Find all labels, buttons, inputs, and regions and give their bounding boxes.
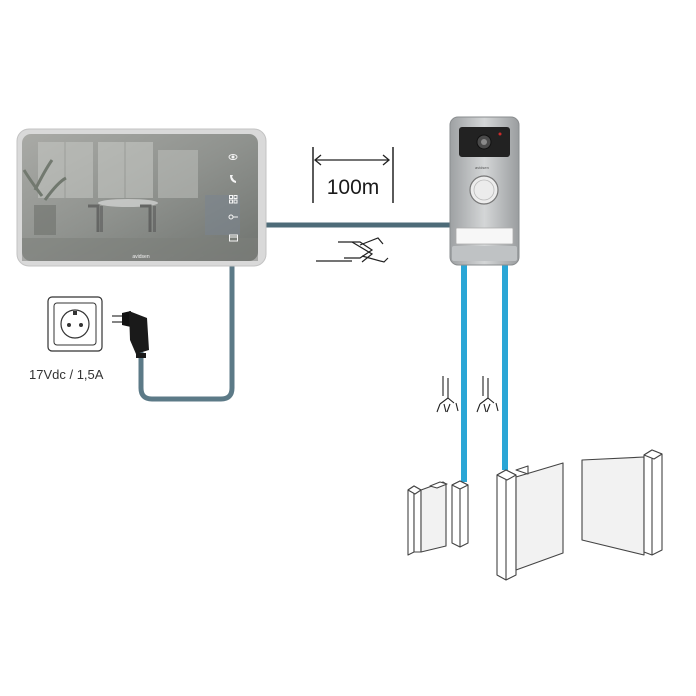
motorized-gate (496, 449, 663, 581)
eye-icon[interactable] (228, 154, 238, 160)
distance-arrow-right-head (382, 154, 391, 166)
indoor-monitor: avidsen (16, 128, 267, 267)
power-adapter (112, 311, 149, 358)
outdoor-doorbell: avidsen (449, 116, 520, 266)
monitor-brand-label: avidsen (132, 254, 149, 260)
cables (138, 222, 508, 482)
distance-label: 100m (327, 176, 380, 199)
folder-icon[interactable] (229, 234, 238, 242)
power-supply-label: 17Vdc / 1,5A (29, 367, 104, 382)
lock-wire-symbol (436, 376, 459, 413)
key-icon[interactable] (228, 214, 238, 220)
doorbell-brand-label: avidsen (475, 165, 489, 170)
monitor-icon-bar (228, 154, 238, 242)
screen-scene (22, 142, 258, 261)
nameplate (455, 227, 514, 245)
pedestrian-gate (407, 480, 469, 556)
grid-icon[interactable] (229, 195, 238, 204)
distance-arrow-left-head (313, 154, 322, 166)
phone-icon[interactable] (230, 175, 236, 183)
two-wire-symbol (316, 237, 389, 263)
distance-marker: 100m (312, 147, 394, 203)
wall-socket (47, 296, 103, 352)
power-supply-cable (138, 262, 235, 402)
motor-wire-symbol (476, 376, 499, 413)
